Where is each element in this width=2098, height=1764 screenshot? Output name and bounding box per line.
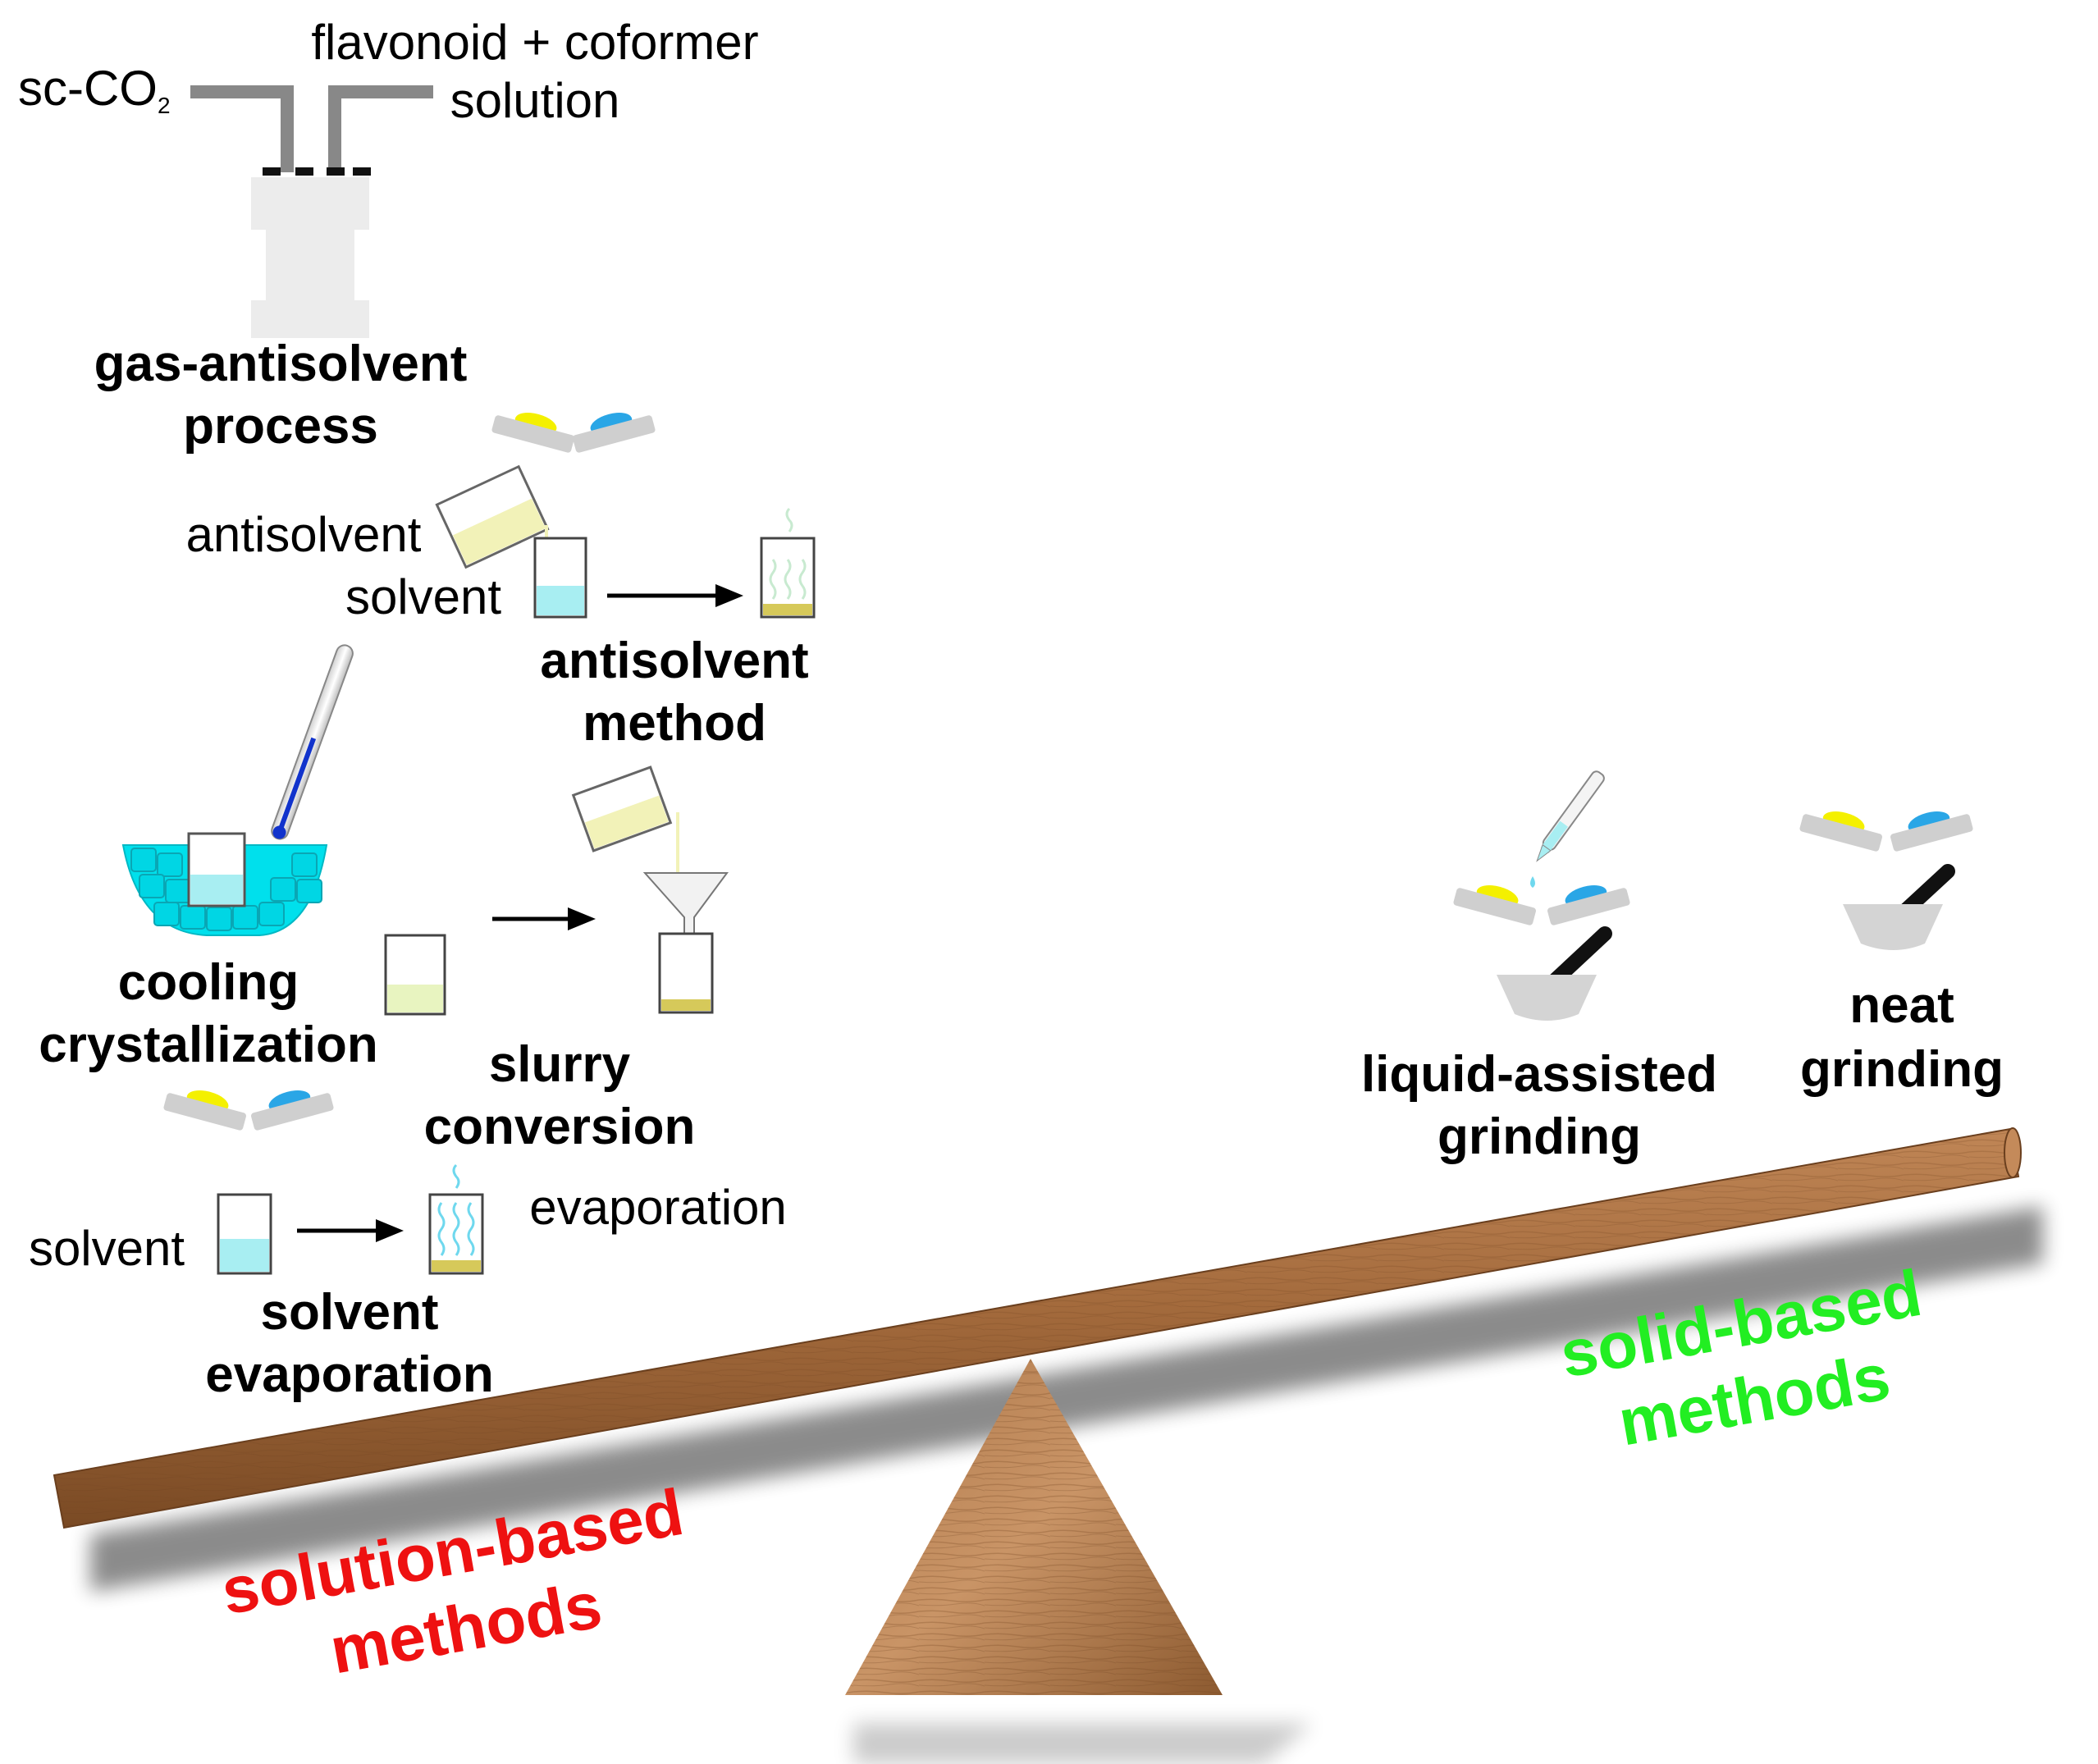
lag-mortar-pestle-icon <box>1497 926 1612 1021</box>
vessel-base <box>251 300 369 338</box>
neat-coformer-boats <box>1799 811 1973 852</box>
antisolvent-coformer-boats <box>491 413 656 453</box>
solvent-evaporation-title-line2: evaporation <box>205 1346 493 1403</box>
antisolvent-solvent-label: solvent <box>345 569 501 624</box>
vessel-body <box>266 230 354 300</box>
evaporation-coformer-boats <box>163 1090 334 1131</box>
slurry-title-line2: conversion <box>424 1099 696 1155</box>
antisolvent-pouring-beaker-icon <box>435 464 550 583</box>
ice-bath-icon <box>121 832 328 936</box>
flavonoid-solution-label-line2: solution <box>450 73 620 128</box>
lag-title-line1: liquid-assisted <box>1361 1046 1717 1103</box>
gas-antisolvent-title-line1: gas-antisolvent <box>94 336 468 392</box>
flavonoid-solution-label-line1: flavonoid + coformer <box>311 15 758 70</box>
gas-antisolvent-title-line2: process <box>183 398 378 455</box>
balance-scale <box>53 1127 2043 1764</box>
pipette-icon <box>1530 770 1605 888</box>
antisolvent-method-title-line1: antisolvent <box>540 633 808 689</box>
co2-inlet-pipe <box>190 85 294 172</box>
cooling-title-line2: crystallization <box>39 1017 377 1073</box>
slurry-beaker-icon <box>384 934 446 1016</box>
antisolvent-method-title-line2: method <box>583 695 766 752</box>
neat-title-line1: neat <box>1849 977 1954 1034</box>
antisolvent-product-beaker-icon <box>760 507 816 619</box>
lag-coformer-boats <box>1453 885 1630 925</box>
solid-based-label: solid-based methods <box>1555 1256 1927 1460</box>
evaporation-solvent-label: solvent <box>29 1221 185 1276</box>
antisolvent-label: antisolvent <box>186 507 422 562</box>
evaporation-label: evaporation <box>529 1180 787 1235</box>
sc-co2-label: sc-CO2 <box>18 61 171 118</box>
evaporation-solvent-beaker-icon <box>217 1193 272 1275</box>
gas-antisolvent-apparatus <box>190 85 433 338</box>
neat-mortar-pestle-icon <box>1843 864 1955 950</box>
thermometer-icon <box>271 644 354 840</box>
balance-beam <box>53 1127 2022 1529</box>
solution-inlet-pipe <box>328 85 433 172</box>
slurry-filtrate-beaker-icon <box>658 932 714 1014</box>
vessel-cap <box>251 177 369 230</box>
neat-title-line2: grinding <box>1800 1041 2004 1098</box>
solvent-evaporation-title-line1: solvent <box>260 1284 438 1341</box>
lag-title-line2: grinding <box>1438 1108 1641 1165</box>
slurry-title-line1: slurry <box>489 1036 631 1093</box>
slurry-pouring-beaker-icon <box>571 765 679 875</box>
solvent-beaker-icon <box>533 537 587 619</box>
evaporation-product-beaker-icon <box>428 1163 484 1275</box>
cooling-title-line1: cooling <box>118 954 299 1011</box>
